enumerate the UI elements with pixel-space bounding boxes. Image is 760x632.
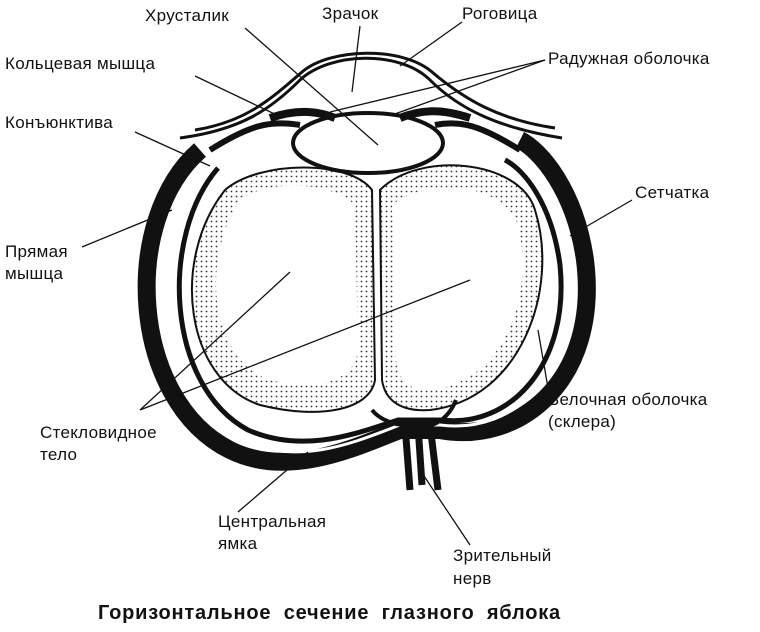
label-sclera-line1: Белочная оболочка — [548, 390, 708, 409]
label-vitreous-line1: Стекловидное — [40, 423, 157, 442]
label-pupil: Зрачок — [322, 4, 379, 23]
label-conjunctiva: Конъюнктива — [5, 113, 114, 132]
label-retina: Сетчатка — [635, 183, 710, 202]
label-ciliary-muscle: Кольцевая мышца — [5, 54, 156, 73]
label-rectus-muscle-line1: Прямая — [5, 242, 68, 261]
label-cornea: Роговица — [462, 4, 538, 23]
label-rectus-muscle-line2: мышца — [5, 264, 64, 283]
label-lens: Хрусталик — [145, 6, 230, 25]
lens — [291, 111, 445, 175]
optic-nerve — [370, 399, 458, 491]
label-vitreous-line2: тело — [40, 445, 78, 464]
diagram-title: Горизонтальное сечение глазного яблока — [98, 602, 561, 624]
label-iris: Радужная оболочка — [548, 49, 710, 68]
vitreous-body — [191, 164, 544, 413]
leader-lines — [81, 21, 633, 546]
label-fovea-line1: Центральная — [218, 512, 327, 531]
label-fovea-line2: ямка — [218, 534, 258, 553]
iris-and-cornea — [179, 51, 563, 153]
label-optic-nerve-line2: нерв — [453, 569, 492, 588]
label-optic-nerve-line1: Зрительный — [453, 546, 552, 565]
label-sclera-line2: (склера) — [548, 412, 617, 431]
